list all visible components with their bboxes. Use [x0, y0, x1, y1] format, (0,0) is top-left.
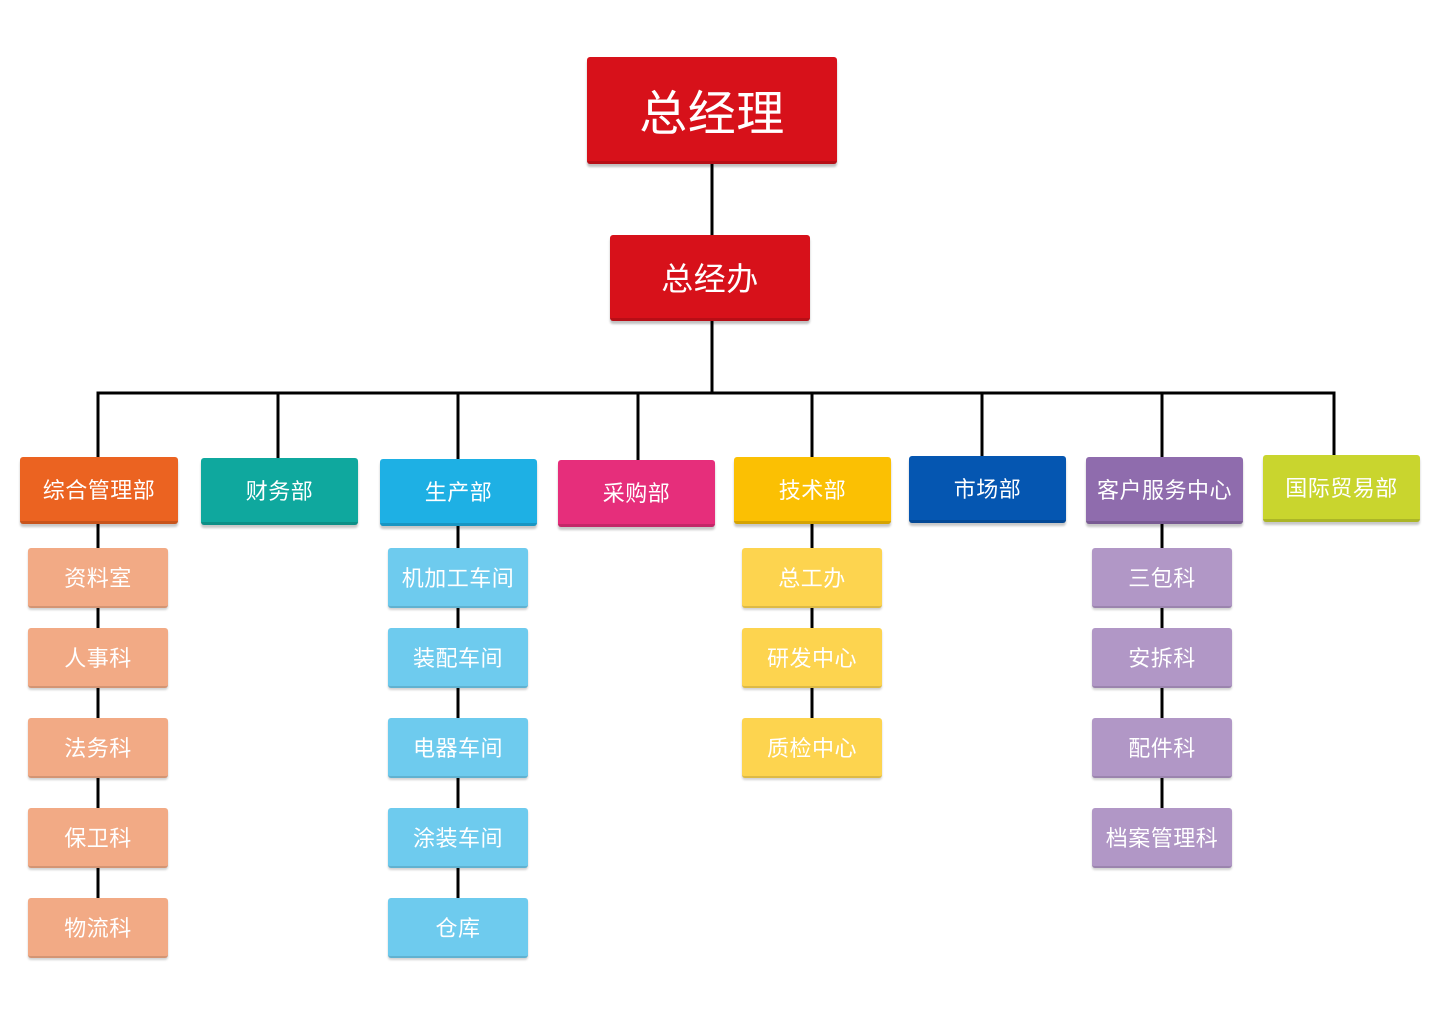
department-box: 财务部 — [201, 458, 358, 525]
section-box: 安拆科 — [1092, 628, 1232, 688]
section-box: 配件科 — [1092, 718, 1232, 778]
section-box: 仓库 — [388, 898, 528, 958]
department-box: 综合管理部 — [20, 457, 178, 524]
section-box: 物流科 — [28, 898, 168, 958]
section-box: 三包科 — [1092, 548, 1232, 608]
department-box: 国际贸易部 — [1263, 455, 1420, 522]
section-box: 法务科 — [28, 718, 168, 778]
section-box: 总工办 — [742, 548, 882, 608]
department-box: 市场部 — [909, 456, 1066, 523]
general-office-box: 总经办 — [610, 235, 810, 321]
section-box: 资料室 — [28, 548, 168, 608]
department-box: 采购部 — [558, 460, 715, 527]
section-box: 涂装车间 — [388, 808, 528, 868]
department-box: 生产部 — [380, 459, 537, 526]
section-box: 质检中心 — [742, 718, 882, 778]
section-box: 机加工车间 — [388, 548, 528, 608]
general-manager-box: 总经理 — [587, 57, 837, 164]
section-box: 保卫科 — [28, 808, 168, 868]
section-box: 装配车间 — [388, 628, 528, 688]
section-box: 研发中心 — [742, 628, 882, 688]
section-box: 档案管理科 — [1092, 808, 1232, 868]
department-box: 技术部 — [734, 457, 891, 524]
department-box: 客户服务中心 — [1086, 457, 1243, 524]
section-box: 电器车间 — [388, 718, 528, 778]
section-box: 人事科 — [28, 628, 168, 688]
